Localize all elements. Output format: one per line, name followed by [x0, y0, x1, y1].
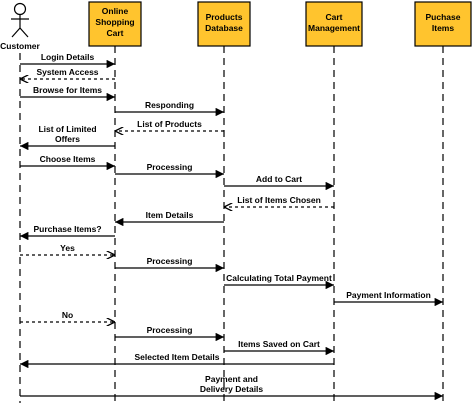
- lifeline-puchase-items: Puchase Items: [414, 1, 472, 47]
- customer-actor: Customer: [0, 2, 41, 51]
- message-label: Processing: [147, 256, 193, 266]
- message-label: Item Details: [146, 210, 194, 220]
- message-label: Delivery Details: [200, 384, 264, 394]
- message-label: Responding: [145, 100, 194, 110]
- lifeline-label-line: Cart: [106, 28, 123, 38]
- lifeline-label-line: Items: [432, 23, 454, 33]
- message-label: List of Limited: [38, 124, 96, 134]
- message-label: List of Products: [137, 119, 202, 129]
- message-label: Items Saved on Cart: [238, 339, 320, 349]
- lifeline-label-line: Shopping: [95, 17, 134, 27]
- lifeline-online-shopping-cart: Online Shopping Cart: [88, 1, 142, 47]
- message-label: Choose Items: [40, 154, 96, 164]
- message-label: Add to Cart: [256, 174, 302, 184]
- lifeline-label-line: Cart: [325, 12, 342, 22]
- message-label: Browse for Items: [33, 85, 102, 95]
- lifeline-label-line: Puchase: [426, 12, 461, 22]
- lifeline-products-database: Products Database: [197, 1, 251, 47]
- lifeline-box: [88, 1, 142, 47]
- lifeline-label-line: Products: [206, 12, 243, 22]
- message-label: Login Details: [41, 52, 95, 62]
- message-label: Yes: [60, 243, 75, 253]
- message-label: Payment and: [205, 374, 258, 384]
- actor-head: [13, 2, 27, 16]
- message-label: System Access: [36, 67, 98, 77]
- message-label: No: [62, 310, 73, 320]
- message-label: Offers: [55, 134, 80, 144]
- lifeline-box: [305, 1, 363, 47]
- message-label: List of Items Chosen: [237, 195, 321, 205]
- message-label: Calculating Total Payment: [226, 273, 332, 283]
- message-label: Purchase Items?: [33, 224, 101, 234]
- lifeline-box: [414, 1, 472, 47]
- lifeline-label-line: Management: [308, 23, 360, 33]
- message-label: Processing: [147, 325, 193, 335]
- lifeline-label-line: Database: [205, 23, 243, 33]
- lifeline-label-line: Online: [102, 6, 129, 16]
- lifeline-box: [197, 1, 251, 47]
- message-label: Selected Item Details: [134, 352, 219, 362]
- message-label: Processing: [147, 162, 193, 172]
- actor-label: Customer: [0, 41, 40, 51]
- message-label: Payment Information: [346, 290, 431, 300]
- lifeline-cart-management: Cart Management: [305, 1, 363, 47]
